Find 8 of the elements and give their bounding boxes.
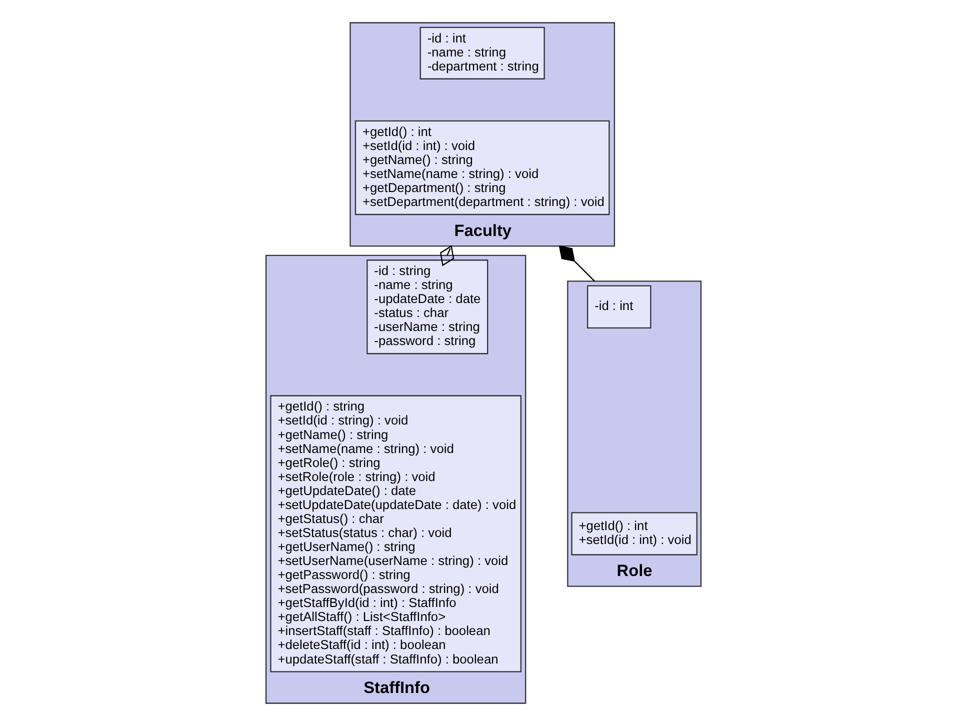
connector xyxy=(440,245,454,266)
node-box: -id : int xyxy=(586,285,652,328)
node-box: +getId() : int +setId(id : int) : void +getName() : string +setName(name : string) : void +getDepartment() : string +setDepartment(department : string) : void xyxy=(354,120,610,216)
connector xyxy=(558,245,595,282)
node-box: -id : int -name : string -department : string xyxy=(420,26,545,80)
node-box: +getId() : int +setId(id : int) : void xyxy=(571,512,698,556)
node-box: +getId() : string +setId(id : string) : void +getName() : string +setName(name : string) : void +getRole() : string +setRole(role : string) : void +getUpdateDate() : date +setUpdateDate(updateDate : date) : void +getStatus() : char +setStatus(status : char) : void +getUserName() : string +setUserName(userName : string) : void +getPassword() : string +setPassword(password : string) : void +getStaffById(id : int) : StaffInfo +getAllStaff() : List<StaffInfo> +insertStaff(staff : StaffInfo) : boolean +deleteStaff(id : int) : boolean +updateStaff(staff : StaffInfo) : boolean xyxy=(270,395,522,672)
node-box: -id : string -name : string -updateDate : date -status : char -userName : string -password : string xyxy=(366,260,488,354)
